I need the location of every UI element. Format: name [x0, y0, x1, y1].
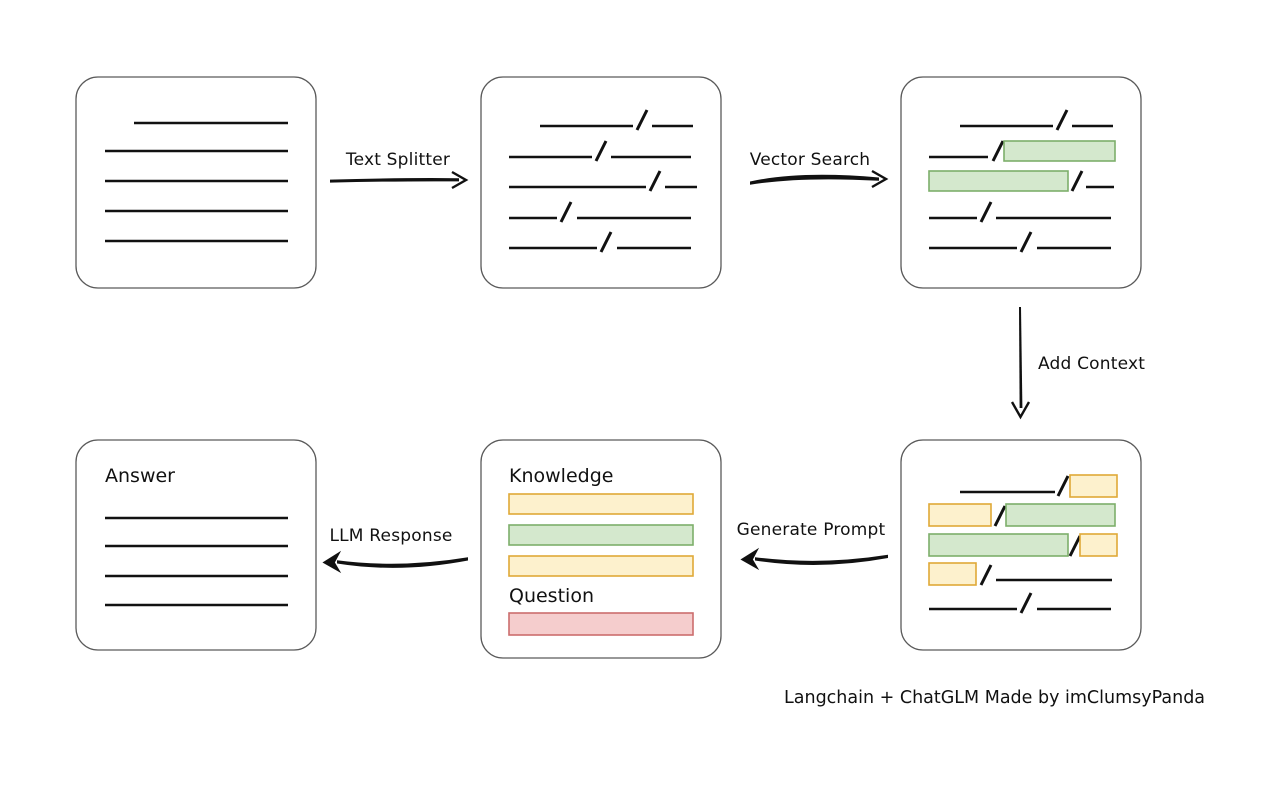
node-context-document[interactable] [900, 439, 1142, 651]
edge-generate-prompt[interactable]: Generate Prompt [737, 520, 888, 571]
edge-line [755, 554, 888, 565]
context-chunk-yellow[interactable] [1079, 533, 1118, 557]
edge-text-splitter[interactable]: Text Splitter [330, 150, 469, 190]
split-slash [1019, 231, 1033, 253]
split-slash [979, 201, 993, 223]
node-source-document[interactable] [75, 76, 317, 289]
knowledge-bar-yellow[interactable] [508, 493, 694, 515]
arrow-head-icon [871, 169, 889, 189]
arrow-head-icon [740, 547, 760, 571]
split-slash [1019, 592, 1033, 614]
context-document-lines [928, 474, 1118, 614]
footer-credit: Langchain + ChatGLM Made by imClumsyPand… [784, 688, 1205, 708]
retrieved-chunk-green[interactable] [1003, 140, 1116, 162]
source-document-frame[interactable] [75, 76, 317, 289]
arrow-head-icon [1010, 401, 1031, 420]
split-slash [599, 231, 613, 253]
split-slash [594, 140, 608, 162]
edge-label-generate-prompt: Generate Prompt [737, 520, 886, 540]
edge-label-text-splitter: Text Splitter [345, 150, 450, 170]
split-slash [1055, 109, 1069, 131]
knowledge-label: Knowledge [509, 465, 613, 487]
edge-llm-response[interactable]: LLM Response [322, 526, 468, 574]
context-chunk-yellow[interactable] [1069, 474, 1118, 498]
split-slash [648, 170, 662, 192]
edge-vector-search[interactable]: Vector Search [750, 150, 889, 189]
edge-line [337, 557, 468, 568]
answer-label: Answer [105, 465, 175, 487]
arrow-head-icon [322, 550, 342, 574]
edge-label-llm-response: LLM Response [329, 526, 452, 546]
edge-line [330, 178, 459, 183]
split-document-frame[interactable] [480, 76, 722, 289]
source-document-lines [105, 121, 288, 243]
retrieved-chunk-green[interactable] [928, 170, 1069, 192]
node-retrieved-document[interactable] [900, 76, 1142, 289]
split-document-lines [509, 109, 697, 253]
node-prompt[interactable]: Knowledge Question [480, 439, 722, 659]
split-slash [991, 140, 1005, 162]
split-slash [1070, 170, 1084, 192]
split-slash [993, 505, 1007, 527]
retrieved-document-lines [928, 109, 1116, 253]
arrow-head-icon [451, 170, 469, 190]
answer-lines [105, 516, 288, 607]
context-chunk-green[interactable] [1005, 503, 1116, 527]
split-slash [1056, 475, 1070, 497]
edge-label-add-context: Add Context [1038, 354, 1145, 374]
edge-add-context[interactable]: Add Context [1010, 307, 1145, 420]
question-bar-red[interactable] [508, 612, 694, 636]
edge-line [1019, 307, 1023, 408]
split-slash [635, 109, 649, 131]
node-answer[interactable]: Answer [75, 439, 317, 651]
edge-line [750, 174, 879, 185]
context-chunk-green[interactable] [928, 533, 1069, 557]
split-slash [559, 201, 573, 223]
split-slash [979, 564, 993, 586]
node-split-document[interactable] [480, 76, 722, 289]
knowledge-bar-yellow[interactable] [508, 555, 694, 577]
split-slash [1068, 535, 1082, 557]
context-chunk-yellow[interactable] [928, 562, 977, 586]
context-chunk-yellow[interactable] [928, 503, 992, 527]
question-label: Question [509, 585, 594, 607]
edge-label-vector-search: Vector Search [750, 150, 871, 170]
knowledge-bar-green[interactable] [508, 524, 694, 546]
